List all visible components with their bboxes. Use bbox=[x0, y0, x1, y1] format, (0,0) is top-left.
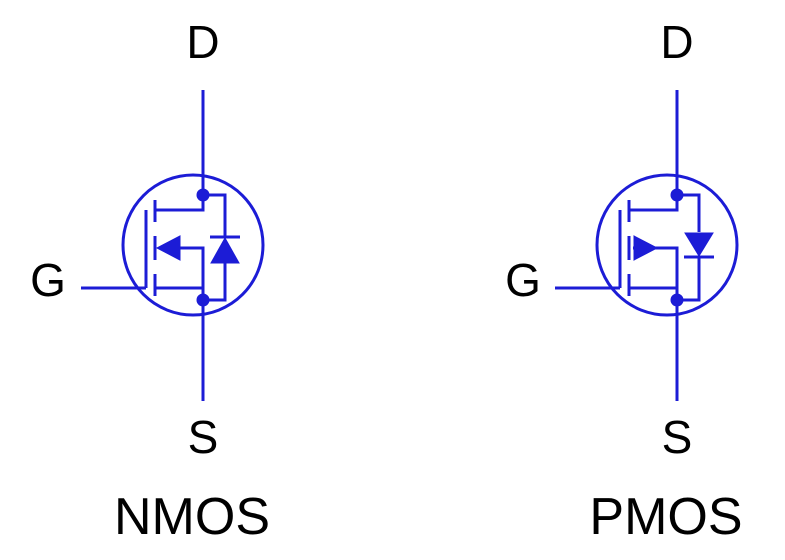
nmos-envelope-circle bbox=[121, 173, 265, 317]
nmos-body-diode bbox=[210, 236, 240, 264]
nmos-symbol: D G S NMOS bbox=[30, 16, 270, 546]
nmos-drain-connection bbox=[155, 193, 227, 236]
pmos-drain-connection bbox=[629, 193, 701, 232]
pmos-caption: PMOS bbox=[589, 488, 742, 546]
pmos-symbol: D G S PMOS bbox=[505, 16, 742, 546]
pmos-source-label: S bbox=[662, 411, 693, 463]
nmos-body-connection bbox=[170, 246, 205, 300]
nmos-body-arrow bbox=[155, 235, 181, 261]
nmos-caption: NMOS bbox=[114, 488, 270, 546]
pmos-body-arrow bbox=[633, 235, 659, 261]
nmos-drain-label: D bbox=[186, 16, 219, 68]
nmos-source-connection bbox=[155, 263, 227, 302]
pmos-envelope-circle bbox=[595, 173, 739, 317]
pmos-source-connection bbox=[629, 258, 701, 302]
pmos-gate-label: G bbox=[505, 254, 541, 306]
nmos-gate-label: G bbox=[30, 254, 66, 306]
pmos-drain-label: D bbox=[660, 16, 693, 68]
nmos-source-label: S bbox=[188, 411, 219, 463]
pmos-body-diode bbox=[684, 232, 714, 257]
